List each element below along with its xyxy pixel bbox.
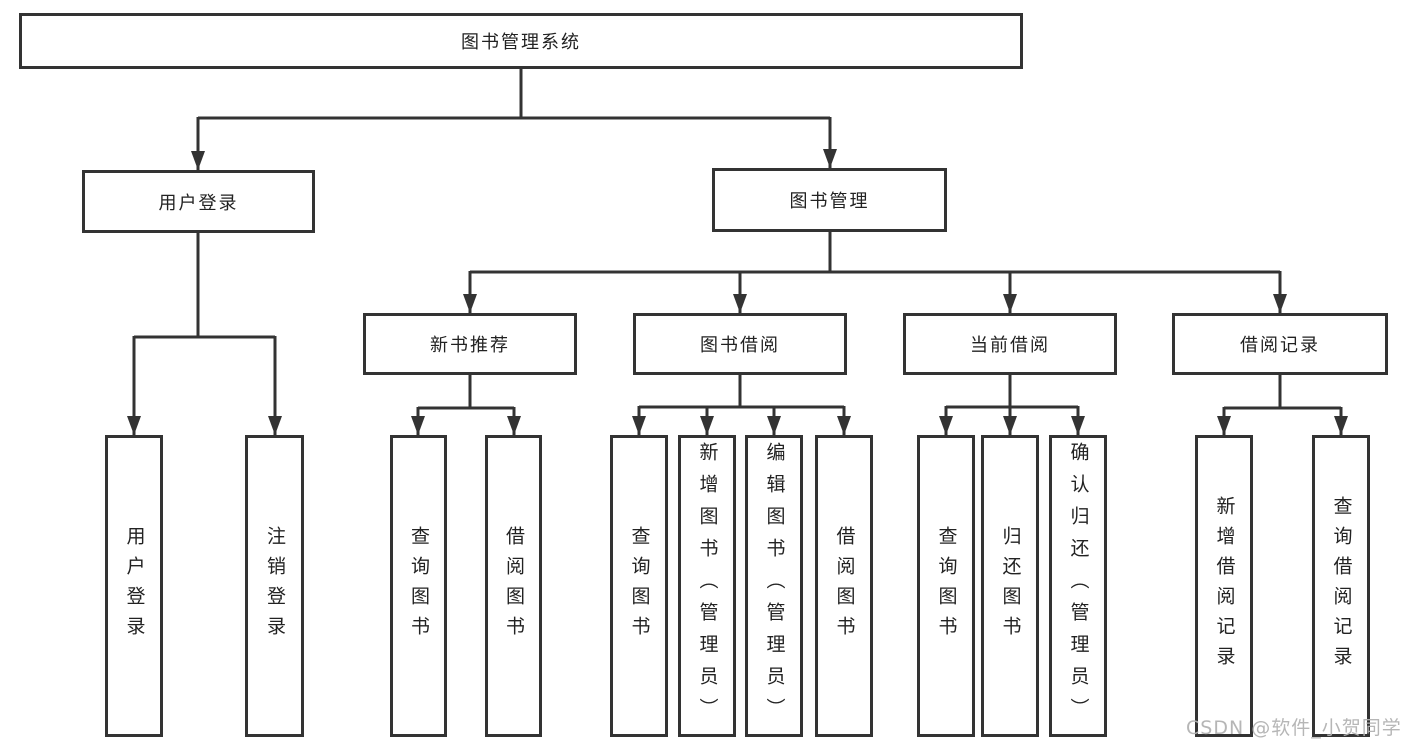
node-root-library-management-system: 图书管理系统 <box>19 13 1023 69</box>
leaf-query-borrow-record-label: 查询借阅记录 <box>1330 496 1353 676</box>
node-borrowing-records-label: 借阅记录 <box>1240 335 1320 356</box>
leaf-logout-label: 注销登录 <box>264 526 286 646</box>
leaf-logout: 注销登录 <box>245 435 304 737</box>
node-book-management-label: 图书管理 <box>789 191 870 212</box>
leaf-query-books-current-label: 查询图书 <box>935 526 958 646</box>
leaf-borrow-books-borrowing: 借阅图书 <box>815 435 873 737</box>
csdn-watermark: CSDN @软件_小贺同学 <box>1186 717 1402 739</box>
leaf-query-books-current: 查询图书 <box>917 435 975 737</box>
node-root-label: 图书管理系统 <box>461 32 581 53</box>
leaf-query-books-borrowing-label: 查询图书 <box>628 526 651 646</box>
node-current-borrowing: 当前借阅 <box>903 313 1117 375</box>
leaf-borrow-books-borrowing-label: 借阅图书 <box>833 526 856 646</box>
node-book-borrowing-label: 图书借阅 <box>700 335 780 356</box>
leaf-query-books-recommend-label: 查询图书 <box>408 526 430 646</box>
leaf-user-login-label: 用户登录 <box>123 526 146 646</box>
node-new-book-recommend: 新书推荐 <box>363 313 577 375</box>
leaf-return-books: 归还图书 <box>981 435 1039 737</box>
node-borrowing-records: 借阅记录 <box>1172 313 1388 375</box>
leaf-query-borrow-record: 查询借阅记录 <box>1312 435 1370 737</box>
leaf-add-books-admin: 新增图书（管理员） <box>678 435 736 737</box>
leaf-edit-books-admin: 编辑图书（管理员） <box>745 435 803 737</box>
node-current-borrowing-label: 当前借阅 <box>970 335 1050 356</box>
leaf-confirm-return-admin-label: 确认归还（管理员） <box>1067 442 1090 730</box>
leaf-confirm-return-admin: 确认归还（管理员） <box>1049 435 1107 737</box>
leaf-query-books-borrowing: 查询图书 <box>610 435 668 737</box>
leaf-edit-books-admin-label: 编辑图书（管理员） <box>763 442 786 730</box>
leaf-user-login: 用户登录 <box>105 435 163 737</box>
node-book-management: 图书管理 <box>712 168 947 232</box>
leaf-add-borrow-record: 新增借阅记录 <box>1195 435 1253 737</box>
leaf-query-books-recommend: 查询图书 <box>390 435 447 737</box>
node-new-book-recommend-label: 新书推荐 <box>430 335 510 356</box>
node-user-login: 用户登录 <box>82 170 315 233</box>
leaf-add-books-admin-label: 新增图书（管理员） <box>696 442 719 730</box>
node-book-borrowing: 图书借阅 <box>633 313 847 375</box>
node-user-login-label: 用户登录 <box>158 192 239 214</box>
leaf-borrow-books-recommend: 借阅图书 <box>485 435 542 737</box>
leaf-borrow-books-recommend-label: 借阅图书 <box>503 526 525 646</box>
leaf-add-borrow-record-label: 新增借阅记录 <box>1213 496 1236 676</box>
leaf-return-books-label: 归还图书 <box>999 526 1022 646</box>
